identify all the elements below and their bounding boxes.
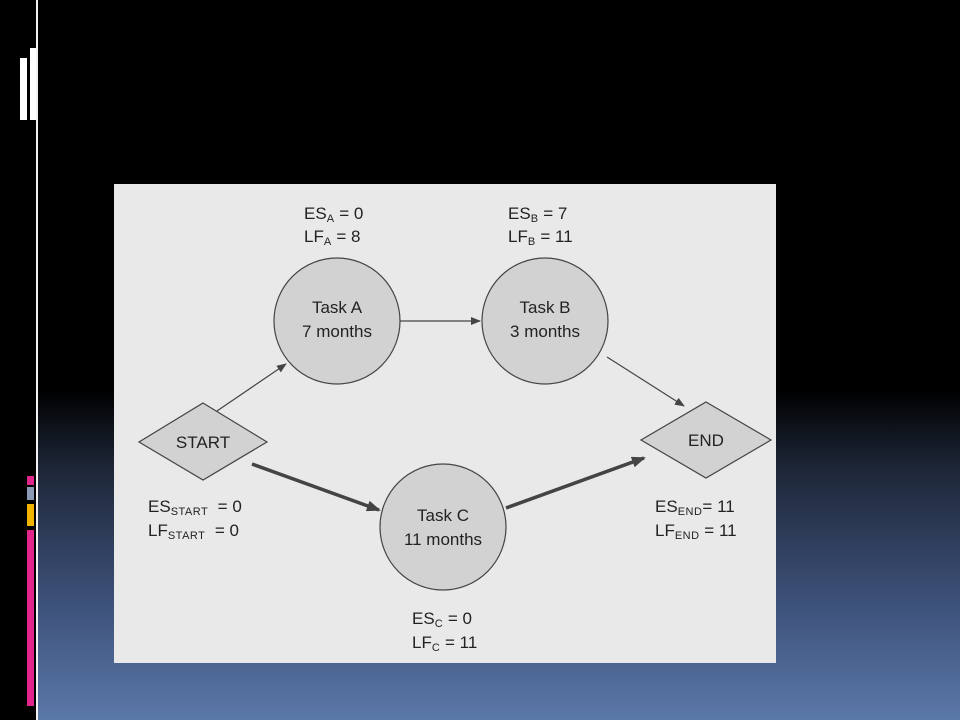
es-start-sub: START bbox=[170, 506, 209, 518]
end-label-text: END bbox=[688, 431, 724, 450]
es-a-sub: A bbox=[326, 213, 335, 225]
lf-c-value: = 11 bbox=[440, 633, 478, 652]
es-end-sub: END bbox=[677, 506, 703, 518]
deco-bar-gray bbox=[27, 487, 34, 500]
lf-a-value: = 8 bbox=[331, 227, 361, 246]
task-a-name: Task A bbox=[311, 298, 363, 317]
task-b-lf-annotation: LFB = 11 bbox=[508, 227, 573, 252]
start-node-diamond bbox=[137, 402, 269, 481]
lf-c-base: LF bbox=[412, 633, 432, 652]
task-b-name: Task B bbox=[519, 298, 571, 317]
diagram-graphics bbox=[137, 257, 773, 591]
lf-b-value: = 11 bbox=[535, 227, 573, 246]
es-end-base: ES bbox=[655, 497, 678, 516]
deco-mark-top-1 bbox=[20, 58, 27, 120]
task-c-node-shape bbox=[379, 463, 507, 591]
task-c-label: Task C 11 months bbox=[383, 504, 503, 552]
task-a-lf-annotation: LFA = 8 bbox=[304, 227, 361, 252]
lf-start-sub: START bbox=[167, 530, 206, 542]
deco-bar-pink-1 bbox=[27, 476, 34, 485]
lf-start-value: = 0 bbox=[205, 521, 239, 540]
end-node-label: END bbox=[676, 429, 736, 453]
es-c-base: ES bbox=[412, 609, 435, 628]
edge-task-b-to-end bbox=[606, 356, 685, 407]
start-lf-annotation: LFSTART = 0 bbox=[148, 521, 239, 546]
lf-b-sub: B bbox=[527, 236, 536, 248]
es-start-base: ES bbox=[148, 497, 171, 516]
es-b-value: = 7 bbox=[538, 204, 568, 223]
lf-a-base: LF bbox=[304, 227, 324, 246]
deco-bar-pink-2 bbox=[27, 530, 34, 706]
lf-c-sub: C bbox=[431, 642, 441, 654]
edge-start-to-task-c bbox=[251, 462, 381, 512]
task-a-es-annotation: ESA = 0 bbox=[304, 204, 363, 229]
es-start-value: = 0 bbox=[208, 497, 242, 516]
task-c-duration: 11 months bbox=[403, 530, 483, 549]
task-b-node-shape bbox=[481, 257, 609, 385]
network-diagram: START END Task A 7 months Task B 3 month… bbox=[114, 184, 776, 663]
end-lf-annotation: LFEND = 11 bbox=[655, 521, 737, 546]
edge-task-c-to-end bbox=[505, 456, 646, 510]
deco-bar-yellow bbox=[27, 504, 34, 526]
task-b-duration: 3 months bbox=[510, 322, 580, 341]
lf-a-sub: A bbox=[323, 236, 332, 248]
lf-end-sub: END bbox=[674, 530, 700, 542]
es-c-value: = 0 bbox=[443, 609, 472, 628]
lf-end-value: = 11 bbox=[699, 521, 737, 540]
task-b-es-annotation: ESB = 7 bbox=[508, 204, 567, 229]
start-node-label: START bbox=[173, 431, 233, 455]
deco-mark-top-2 bbox=[30, 48, 36, 120]
task-b-label: Task B 3 months bbox=[485, 296, 605, 344]
task-c-lf-annotation: LFC = 11 bbox=[412, 633, 477, 658]
lf-end-base: LF bbox=[655, 521, 675, 540]
es-b-sub: B bbox=[530, 213, 539, 225]
start-label-text: START bbox=[175, 433, 231, 452]
task-c-name: Task C bbox=[417, 506, 469, 525]
start-es-annotation: ESSTART = 0 bbox=[148, 497, 242, 522]
es-b-base: ES bbox=[508, 204, 531, 223]
task-a-node-shape bbox=[273, 257, 401, 385]
end-node-diamond bbox=[639, 401, 773, 479]
es-c-sub: C bbox=[434, 618, 444, 630]
task-c-es-annotation: ESC = 0 bbox=[412, 609, 472, 634]
edge-start-to-task-a bbox=[213, 363, 287, 414]
left-vertical-rule bbox=[36, 0, 38, 720]
es-a-base: ES bbox=[304, 204, 327, 223]
lf-b-base: LF bbox=[508, 227, 528, 246]
task-a-duration: 7 months bbox=[302, 322, 372, 341]
es-end-value: = 11 bbox=[702, 497, 735, 516]
end-es-annotation: ESEND= 11 bbox=[655, 497, 735, 522]
task-a-label: Task A 7 months bbox=[277, 296, 397, 344]
es-a-value: = 0 bbox=[334, 204, 364, 223]
lf-start-base: LF bbox=[148, 521, 168, 540]
